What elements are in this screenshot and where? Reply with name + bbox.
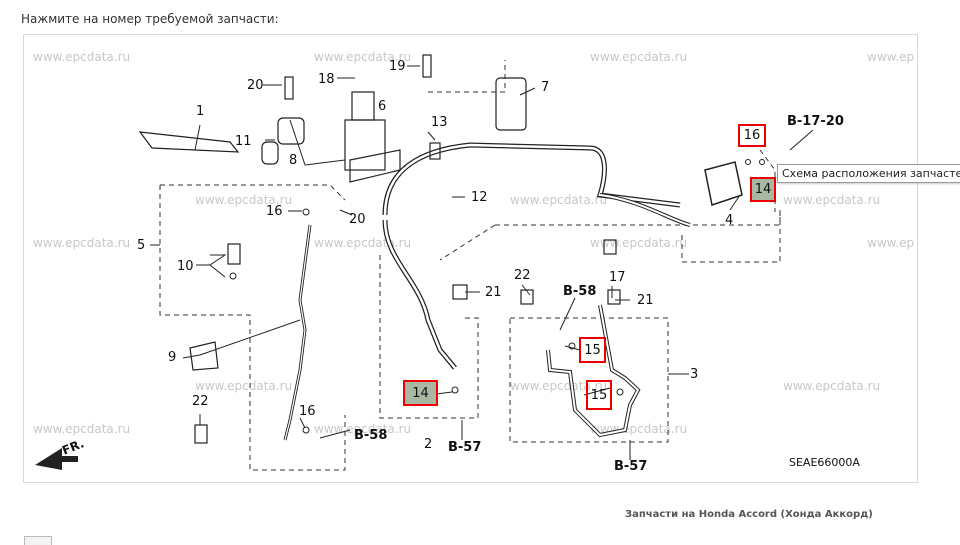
watermark: www.epcdata.ru: [195, 193, 293, 207]
callout-15-highlighted[interactable]: 15: [579, 337, 606, 363]
watermark: www.epcdata.ru: [783, 379, 881, 393]
callout-16-highlighted[interactable]: 16: [738, 124, 766, 147]
callout-13[interactable]: 13: [431, 115, 448, 130]
diagram-frame: [23, 34, 918, 483]
watermark: www.epcdata.ru: [33, 236, 131, 250]
watermark: www.epcdata.ru: [33, 50, 131, 64]
callout-14-highlighted[interactable]: 14: [403, 380, 438, 406]
callout-17[interactable]: 17: [609, 270, 626, 285]
watermark: www.epcdata.ru: [314, 50, 412, 64]
callout-1[interactable]: 1: [196, 104, 205, 119]
callout-12[interactable]: 12: [471, 190, 488, 205]
watermark: www.ep: [867, 236, 915, 250]
watermark: www.epcdata.ru: [783, 193, 881, 207]
callout-5[interactable]: 5: [137, 238, 146, 253]
callout-20[interactable]: 20: [349, 212, 366, 227]
footer-caption: Запчасти на Honda Accord (Хонда Аккорд): [625, 509, 873, 520]
ref-b-58[interactable]: B-58: [563, 284, 597, 299]
callout-6[interactable]: 6: [378, 99, 387, 114]
diagram-code: SEAE66000A: [789, 456, 860, 469]
callout-18[interactable]: 18: [318, 72, 335, 87]
ref-b-58[interactable]: B-58: [354, 428, 388, 443]
callout-10[interactable]: 10: [177, 259, 194, 274]
ref-b-17-20[interactable]: B-17-20: [787, 114, 844, 129]
callout-3[interactable]: 3: [690, 367, 699, 382]
watermark: www.epcdata.ru: [510, 379, 608, 393]
callout-15-highlighted[interactable]: 15: [586, 380, 612, 410]
callout-19[interactable]: 19: [389, 59, 406, 74]
callout-20[interactable]: 20: [247, 78, 264, 93]
watermark: www.epcdata.ru: [33, 422, 131, 436]
watermark: www.ep: [867, 50, 915, 64]
callout-16[interactable]: 16: [299, 404, 316, 419]
ref-b-57[interactable]: B-57: [614, 459, 648, 474]
callout-4[interactable]: 4: [725, 213, 734, 228]
instruction-text: Нажмите на номер требуемой запчасти:: [21, 12, 279, 26]
callout-8[interactable]: 8: [289, 153, 298, 168]
callout-9[interactable]: 9: [168, 350, 177, 365]
callout-22[interactable]: 22: [514, 268, 531, 283]
watermark: www.epcdata.ru: [314, 422, 412, 436]
callout-22[interactable]: 22: [192, 394, 209, 409]
callout-14-selected[interactable]: 14: [750, 177, 776, 202]
callout-2[interactable]: 2: [424, 437, 433, 452]
callout-16[interactable]: 16: [266, 204, 283, 219]
tooltip: Схема расположения запчастей: [777, 164, 960, 183]
callout-21[interactable]: 21: [485, 285, 502, 300]
callout-7[interactable]: 7: [541, 80, 550, 95]
callout-11[interactable]: 11: [235, 134, 252, 149]
watermark: www.epcdata.ru: [195, 379, 293, 393]
watermark: www.epcdata.ru: [590, 50, 688, 64]
watermark: www.epcdata.ru: [510, 193, 608, 207]
callout-21[interactable]: 21: [637, 293, 654, 308]
ref-b-57[interactable]: B-57: [448, 440, 482, 455]
